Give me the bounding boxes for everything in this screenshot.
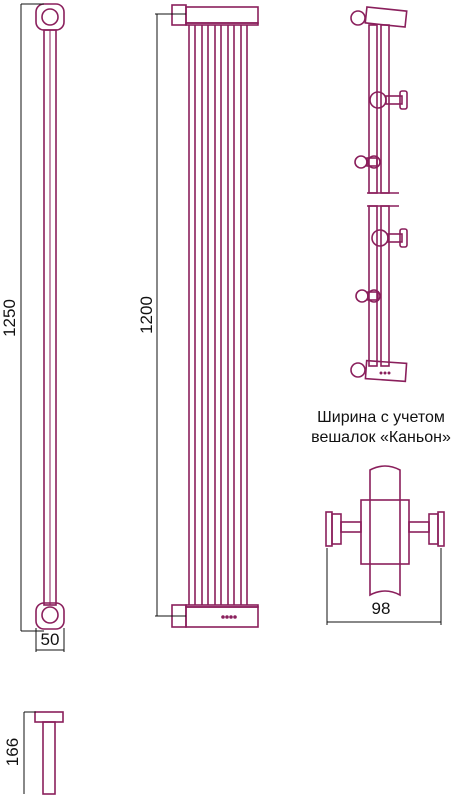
hanger-width-label: 98 <box>372 599 391 618</box>
top-mount-knob <box>42 9 58 25</box>
top-header-block <box>365 7 406 27</box>
pipe-height-label: 1200 <box>137 296 156 334</box>
hanger-knob-2 <box>355 156 367 168</box>
hanger-width-caption: Ширина с учетом вешалок «Каньон» <box>296 408 457 448</box>
hanger-knob-4 <box>356 290 368 302</box>
bottom-mount-knob <box>42 607 58 623</box>
hanger-cap-1 <box>400 91 407 109</box>
right-hanger-cap <box>429 514 438 544</box>
bracket-stem <box>43 722 55 794</box>
top-view-bracket <box>361 500 409 564</box>
caption-line-2: вешалок «Каньон» <box>296 428 457 448</box>
caption-line-1: Ширина с учетом <box>296 408 457 428</box>
total-height-label: 1250 <box>0 299 19 337</box>
top-knob <box>351 11 365 25</box>
right-hanger-stem <box>409 522 429 532</box>
left-hanger-cap <box>332 514 341 544</box>
total-height-dimension <box>21 4 44 631</box>
bottom-knob <box>351 363 365 377</box>
bracket-height-dimension <box>24 712 36 794</box>
rail-front-lower <box>369 206 377 366</box>
top-view-pipe <box>370 466 400 595</box>
side-view <box>36 4 64 629</box>
bracket-detail <box>35 712 63 794</box>
top-header-bar <box>186 7 258 23</box>
left-hanger-stem <box>341 522 361 532</box>
bottom-header-dots <box>221 615 237 619</box>
top-mount-flange <box>36 4 64 30</box>
top-view <box>326 466 444 595</box>
bracket-plate <box>35 712 63 722</box>
top-header-cap <box>172 5 186 25</box>
rail-back-upper <box>381 25 389 193</box>
bottom-header-block <box>365 361 406 382</box>
front-view <box>172 5 258 627</box>
hanger-side-dots <box>380 372 391 375</box>
bracket-height-label: 166 <box>3 738 22 766</box>
hanger-knob-3 <box>372 230 388 246</box>
depth-label: 50 <box>41 630 60 649</box>
hanger-cap-3 <box>400 229 407 247</box>
hanger-knob-1 <box>370 92 386 108</box>
hanger-side-view <box>351 7 407 381</box>
pipe-height-dimension <box>155 14 186 616</box>
